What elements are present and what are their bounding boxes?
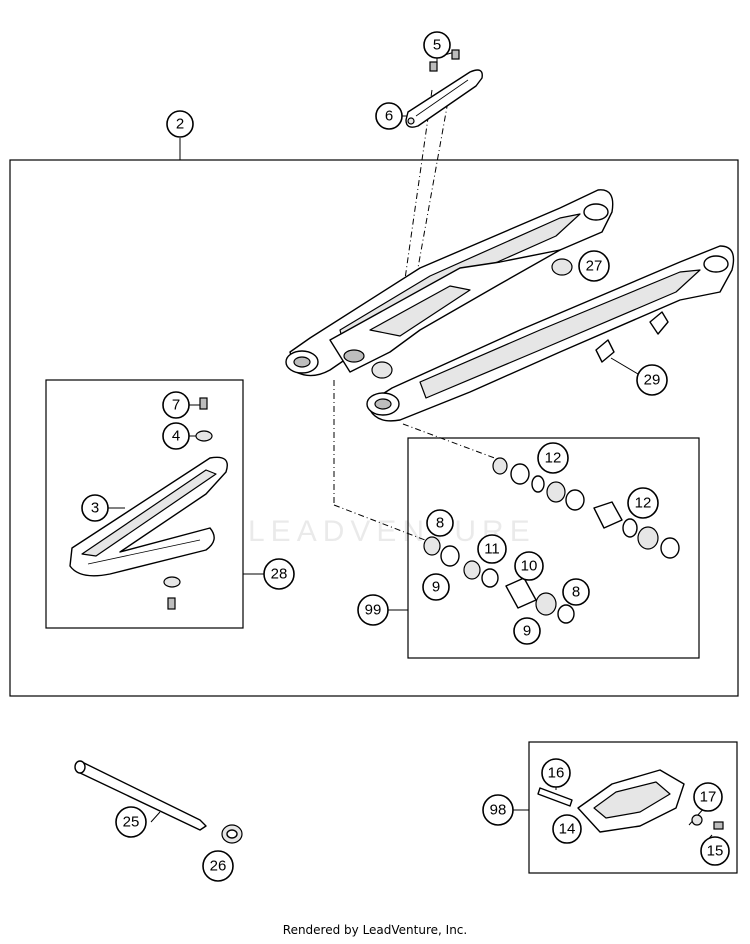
callout-29-label: 29	[644, 372, 661, 389]
callout-6: 6	[375, 102, 403, 130]
footer-credit: Rendered by LeadVenture, Inc.	[282, 923, 468, 937]
callout-12a: 12	[537, 442, 569, 474]
callout-2-label: 2	[176, 116, 184, 133]
chain-guide-part-14	[577, 769, 685, 833]
washer-part-17	[691, 814, 703, 826]
callout-15: 15	[700, 836, 730, 866]
screw-part-7	[199, 397, 208, 410]
callout-16-label: 16	[548, 765, 565, 782]
callout-3: 3	[81, 494, 109, 522]
callout-27-label: 27	[586, 258, 603, 275]
callout-99-label: 99	[365, 602, 382, 619]
callout-3-label: 3	[91, 500, 99, 517]
callout-9a-label: 9	[432, 579, 440, 596]
callout-7: 7	[162, 391, 190, 419]
bolt-part-16	[537, 787, 573, 807]
bearing-kit-parts	[423, 457, 680, 624]
callout-15-label: 15	[707, 843, 724, 860]
callout-8a-label: 8	[436, 515, 444, 532]
callout-25-label: 25	[123, 814, 140, 831]
callout-14-label: 14	[559, 821, 576, 838]
screw-part-15	[713, 821, 724, 830]
callout-8b-label: 8	[572, 584, 580, 601]
callout-5: 5	[423, 31, 451, 59]
callout-9a: 9	[422, 573, 450, 601]
callout-11: 11	[477, 534, 507, 564]
washer-lower	[163, 576, 181, 610]
callout-12b: 12	[627, 487, 659, 519]
callout-8a: 8	[426, 509, 454, 537]
callout-26-label: 26	[210, 858, 227, 875]
callout-2: 2	[166, 110, 194, 138]
callout-5-label: 5	[433, 37, 441, 54]
callout-28: 28	[263, 558, 295, 590]
chain-slider-kit-frame	[45, 379, 244, 629]
callout-9b-label: 9	[523, 623, 531, 640]
callout-14: 14	[552, 814, 582, 844]
swingarm-part-2	[285, 189, 735, 422]
bearing-kit-frame	[407, 437, 700, 659]
callout-11-label: 11	[484, 541, 500, 558]
screws-part-5	[429, 49, 460, 72]
swingarm-axle-part-25	[74, 760, 207, 831]
callout-4-label: 4	[172, 428, 180, 445]
callout-8b: 8	[562, 578, 590, 606]
bracket-plate-part-6	[405, 69, 483, 128]
callout-98: 98	[482, 794, 514, 826]
callout-10: 10	[514, 551, 544, 581]
callout-9b: 9	[513, 617, 541, 645]
axle-nut-part-26	[221, 824, 243, 844]
callout-99: 99	[357, 594, 389, 626]
chain-guide-kit-frame	[528, 741, 738, 874]
rubber-bumper-part-27	[551, 258, 573, 276]
callout-6-label: 6	[385, 108, 393, 125]
callout-25: 25	[115, 806, 147, 838]
chain-slider-part-3	[69, 456, 228, 577]
callout-26: 26	[202, 850, 234, 882]
swingarm-assembly-frame	[9, 159, 739, 697]
callout-7-label: 7	[172, 397, 180, 414]
callout-17: 17	[693, 782, 723, 812]
callout-29: 29	[636, 364, 668, 396]
callout-17-label: 17	[700, 789, 717, 806]
callout-27: 27	[578, 250, 610, 282]
callout-12b-label: 12	[635, 495, 652, 512]
washer-part-4	[195, 430, 213, 442]
callout-16: 16	[541, 758, 571, 788]
callout-4: 4	[162, 422, 190, 450]
callout-12a-label: 12	[545, 450, 562, 467]
callout-28-label: 28	[271, 566, 288, 583]
callout-98-label: 98	[490, 802, 507, 819]
callout-10-label: 10	[521, 558, 538, 575]
